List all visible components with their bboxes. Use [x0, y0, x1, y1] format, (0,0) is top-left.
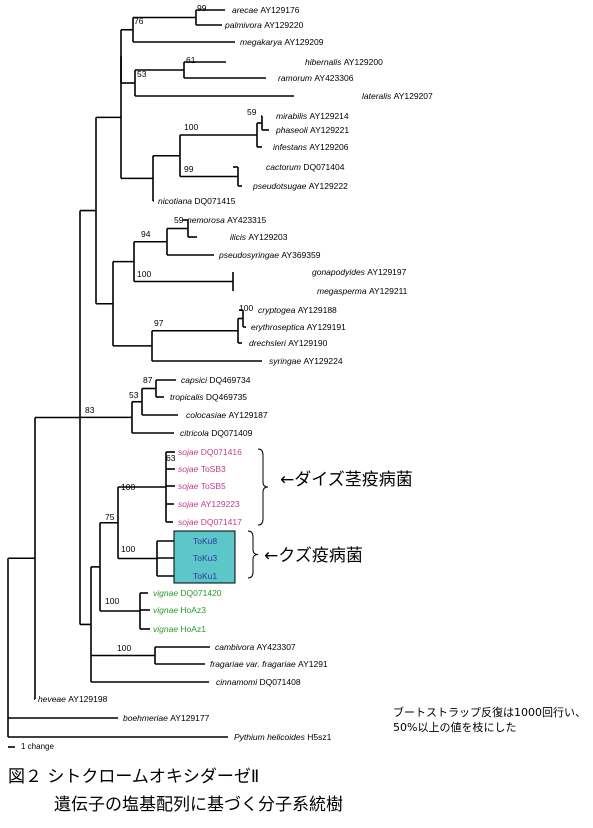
caption-line-2: 遺伝子の塩基配列に基づく分子系統樹	[54, 795, 343, 815]
leaf-label-palmivora: palmivora AY129220	[224, 20, 304, 30]
bootstrap-value: 100	[117, 643, 131, 653]
bootstrap-value: 99	[184, 164, 194, 174]
leaf-label-syringae: syringae AY129224	[269, 356, 343, 366]
bootstrap-value: 59	[247, 107, 257, 117]
leaf-label-lateralis: lateralis AY129207	[362, 91, 433, 101]
leaf-label-drechsleri: drechsleri AY129190	[249, 338, 328, 348]
figure-caption: 図２ シトクロームオキシダーゼⅡ 遺伝子の塩基配列に基づく分子系統樹	[8, 763, 343, 819]
leaf-label-erythroseptica: erythroseptica AY129191	[251, 322, 346, 332]
leaf-label-cryptogea: cryptogea AY129188	[258, 305, 337, 315]
leaf-label-toku8: ToKu8	[193, 536, 217, 546]
leaf-label-megasperma: megasperma AY129211	[317, 286, 408, 296]
bootstrap-value: 53	[137, 69, 147, 79]
leaf-label-vignae1: vignae DQ071420	[153, 588, 222, 598]
leaf-label-sojae5: sojae DQ071417	[178, 517, 242, 527]
leaf-label-pseudosyringae: pseudosyringae AY369359	[218, 250, 321, 260]
bootstrap-value: 63	[166, 453, 176, 463]
bootstrap-value: 75	[105, 512, 115, 522]
kudzu-group-brace	[247, 530, 259, 579]
bootstrap-value: 100	[239, 303, 253, 313]
bootstrap-value: 97	[154, 318, 164, 328]
leaf-label-sojae3: sojae ToSB5	[178, 481, 226, 491]
bootstrap-value: 100	[137, 269, 151, 279]
bootstrap-value: 100	[184, 122, 198, 132]
bootstrap-value: 83	[85, 405, 95, 415]
leaf-label-sojae1: sojae DQ071416	[178, 447, 242, 457]
leaf-label-nicotiana: nicotiana DQ071415	[158, 196, 236, 206]
leaf-label-mirabilis: mirabilis AY129214	[276, 111, 349, 121]
leaf-label-sojae2: sojae ToSB3	[178, 464, 226, 474]
bootstrap-value: 100	[105, 596, 119, 606]
bootstrap-value: 53	[129, 390, 139, 400]
tree-branches	[7, 9, 294, 748]
leaf-label-toku1: ToKu1	[193, 571, 217, 581]
leaf-label-hibernalis: hibernalis AY129200	[305, 57, 383, 67]
scale-bar-label: 1 change	[21, 742, 54, 751]
bootstrap-value: 94	[141, 229, 151, 239]
kudzu-blight-label: ←クズ疫病菌	[264, 546, 363, 566]
bootstrap-value: 87	[143, 375, 153, 385]
leaf-label-cactorum: cactorum DQ071404	[266, 162, 345, 172]
leaf-label-infestans: infestans AY129206	[273, 142, 349, 152]
leaf-label-cinnamomi: cinnamomi DQ071408	[216, 677, 301, 687]
leaf-label-boehmeriae: boehmeriae AY129177	[123, 713, 210, 723]
bootstrap-value: 61	[186, 55, 196, 65]
soybean-group-brace	[257, 448, 269, 526]
leaf-label-cambivora: cambivora AY423307	[215, 642, 296, 652]
bootstrap-labels: 99 76 53 61 59 100 99 59 94 100 97 100 87 53 83 63 100 75…	[85, 3, 257, 653]
leaf-label-heveae: heveae AY129198	[38, 694, 108, 704]
leaf-label-nemorosa: nemorosa AY423315	[187, 215, 267, 225]
bootstrap-value: 99	[197, 3, 207, 13]
bootstrap-note: ブートストラップ反復は1000回行い、50%以上の値を枝にした	[393, 706, 586, 734]
leaf-label-vignae2: vignae HoAz3	[153, 605, 206, 615]
leaf-label-tropicalis: tropicalis DQ469735	[170, 392, 247, 402]
leaf-label-toku3: ToKu3	[193, 553, 217, 563]
leaf-label-colocasiae: colocasiae AY129187	[186, 410, 268, 420]
bootstrap-value: 59	[174, 215, 184, 225]
leaf-label-fragariae: fragariae var. fragariae AY1291	[210, 659, 328, 669]
leaf-label-pythium: Pythium helicoides H5sz1	[234, 732, 332, 742]
kudzu-highlight-box	[173, 530, 236, 584]
bootstrap-value: 100	[121, 482, 135, 492]
leaf-label-phaseoli: phaseoli AY129221	[275, 125, 349, 135]
bootstrap-value: 76	[134, 16, 144, 26]
bootstrap-value: 100	[121, 544, 135, 554]
caption-line-1: 図２ シトクロームオキシダーゼⅡ	[8, 767, 260, 787]
leaf-label-ilicis: ilicis AY129203	[230, 232, 288, 242]
leaf-label-megakarya: megakarya AY129209	[240, 37, 324, 47]
leaf-label-capsici: capsici DQ469734	[181, 375, 251, 385]
leaf-label-citricola: citricola DQ071409	[180, 428, 253, 438]
leaf-label-gonapodyides: gonapodyides AY129197	[312, 267, 407, 277]
leaf-label-vignae3: vignae HoAz1	[153, 624, 206, 634]
leaf-label-ramorum: ramorum AY423306	[278, 73, 354, 83]
leaf-label-sojae4: sojae AY129223	[178, 499, 240, 509]
leaf-labels: arecae AY129176 palmivora AY129220 megakar…	[38, 5, 433, 742]
leaf-label-pseudotsugae: pseudotsugae AY129222	[252, 181, 348, 191]
leaf-label-arecae: arecae AY129176	[232, 5, 300, 15]
soybean-stem-rot-label: ←ダイズ茎疫病菌	[280, 470, 413, 490]
